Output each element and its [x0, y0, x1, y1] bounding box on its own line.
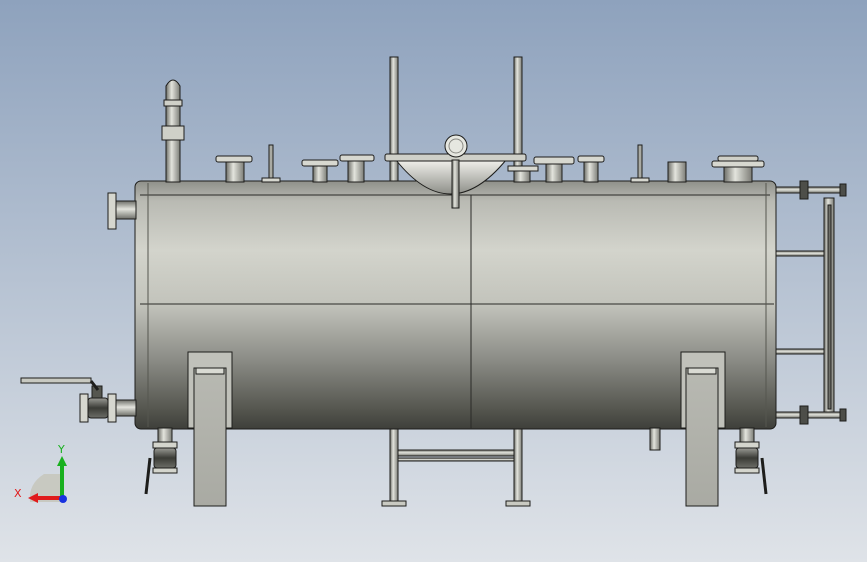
x-axis-label: X — [14, 487, 22, 500]
top-nozzle-5[interactable] — [533, 156, 575, 183]
z-axis-dot — [59, 495, 67, 503]
pressure-gauge[interactable] — [444, 134, 468, 158]
top-nozzle-4[interactable] — [507, 165, 539, 183]
top-nozzle-3[interactable] — [339, 154, 375, 183]
bottom-valve-right[interactable] — [734, 427, 768, 495]
vent-pipe[interactable] — [161, 79, 185, 183]
side-valve-lower-left[interactable] — [20, 377, 137, 423]
top-manhole-right[interactable] — [711, 155, 765, 183]
top-nozzle-1[interactable] — [215, 155, 253, 183]
support-frame[interactable] — [381, 427, 531, 507]
saddle-leg-left[interactable] — [187, 351, 233, 507]
top-nozzle-2[interactable] — [301, 159, 339, 183]
top-sensor-1[interactable] — [261, 144, 281, 183]
tank-assembly[interactable] — [20, 56, 847, 507]
side-nozzle-upper-left[interactable] — [107, 192, 137, 230]
bottom-drain-stub[interactable] — [649, 427, 661, 451]
top-nozzle-7[interactable] — [667, 161, 687, 183]
saddle-leg-right[interactable] — [680, 351, 726, 507]
level-gauge[interactable] — [775, 180, 847, 425]
y-axis-label: Y — [57, 443, 65, 456]
top-nozzle-6[interactable] — [577, 155, 605, 183]
bottom-valve-left[interactable] — [144, 427, 178, 495]
top-sensor-2[interactable] — [630, 144, 650, 183]
view-orientation-triad: Y X — [14, 443, 67, 503]
